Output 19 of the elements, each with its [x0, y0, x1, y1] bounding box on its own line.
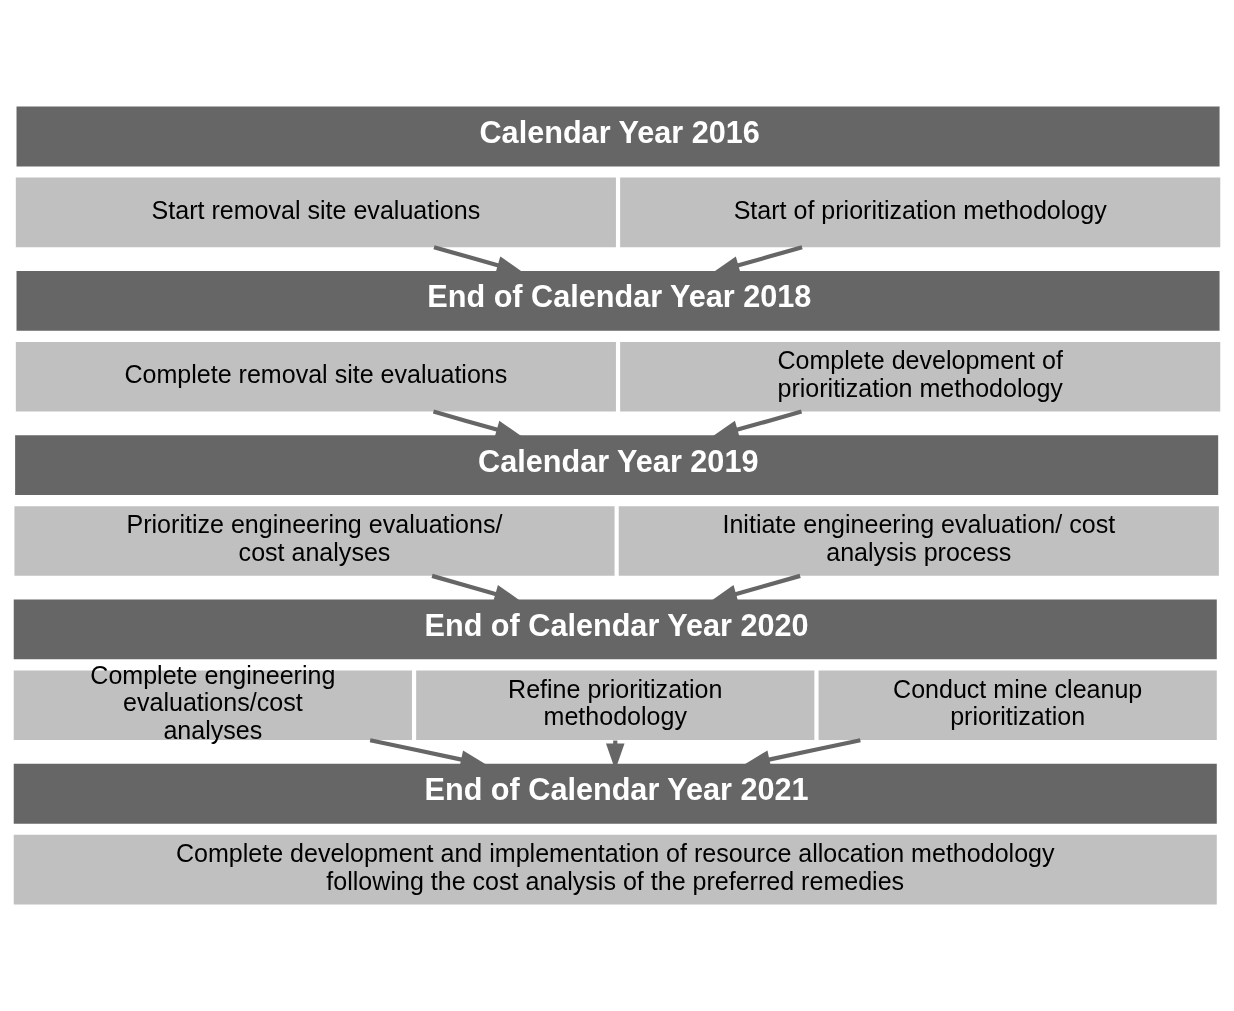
node-box: Conduct mine cleanup prioritization [818, 670, 1217, 741]
node-box: Start removal site evaluations [15, 177, 616, 248]
node-label: Complete engineering [90, 660, 336, 689]
node-box: Calendar Year 2019 [15, 435, 1219, 496]
arrow [432, 409, 523, 439]
arrow [711, 409, 803, 439]
node-box: End of Calendar Year 2020 [13, 599, 1217, 660]
node-box: End of Calendar Year 2018 [16, 270, 1220, 331]
arrow [710, 573, 801, 603]
node-box: Refine prioritization methodology [416, 670, 815, 741]
arrow [431, 573, 521, 603]
node-box: End of Calendar Year 2021 [13, 763, 1217, 824]
node-box: Start of prioritization methodology [620, 177, 1221, 248]
node-box: Initiate engineering evaluation/ cost analysis process [618, 506, 1219, 576]
node-box: Complete development of prioritization methodology [620, 341, 1221, 412]
node-box: Complete development and implementation of resource allocation methodology following the cost analysis of the preferred remedies [13, 834, 1217, 905]
node-box: Prioritize engineering evaluations/ cost analyses [14, 506, 615, 576]
node-box: Complete removal site evaluations [15, 341, 616, 412]
node-box: Calendar Year 2016 [16, 106, 1220, 167]
